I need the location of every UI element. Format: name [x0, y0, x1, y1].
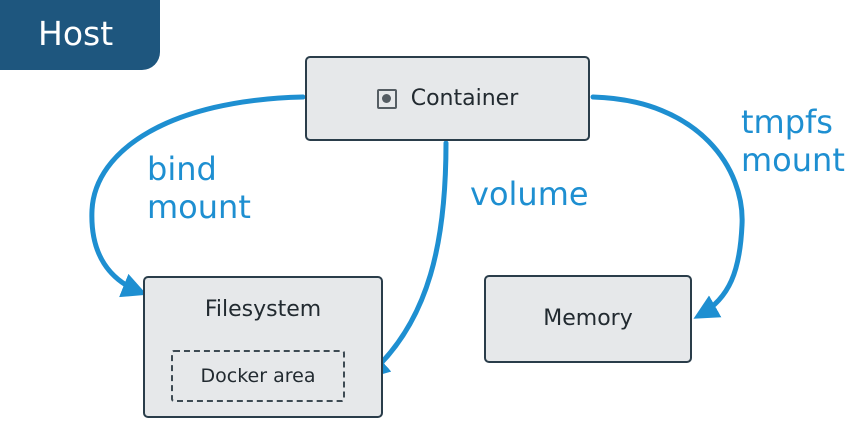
tmpfs-mount-label-line2: mount: [741, 141, 845, 179]
container-icon: [376, 88, 397, 109]
volume-arrow: [364, 140, 449, 380]
bind-mount-label: bind mount: [147, 150, 251, 226]
host-label: Host: [38, 14, 114, 53]
docker-area-node: Docker area: [171, 350, 345, 402]
memory-label: Memory: [543, 306, 633, 331]
volume-label-text: volume: [470, 175, 589, 213]
bind-mount-arrow: [89, 94, 306, 298]
bind-mount-label-line1: bind: [147, 150, 217, 188]
host-tab: Host: [0, 0, 160, 70]
container-node: Container: [305, 56, 590, 141]
volume-label: volume: [470, 175, 589, 213]
tmpfs-mount-arrow: [590, 94, 745, 319]
docker-area-label: Docker area: [200, 365, 316, 387]
filesystem-node: Filesystem Docker area: [143, 276, 383, 418]
bind-mount-label-line2: mount: [147, 188, 251, 226]
container-icon-dot: [382, 94, 392, 103]
container-label: Container: [410, 85, 519, 111]
container-content: Container: [307, 58, 588, 139]
memory-node: Memory: [484, 275, 692, 363]
tmpfs-mount-label-line1: tmpfs: [741, 103, 833, 141]
tmpfs-mount-label: tmpfs mount: [741, 103, 845, 179]
filesystem-label: Filesystem: [204, 297, 322, 322]
